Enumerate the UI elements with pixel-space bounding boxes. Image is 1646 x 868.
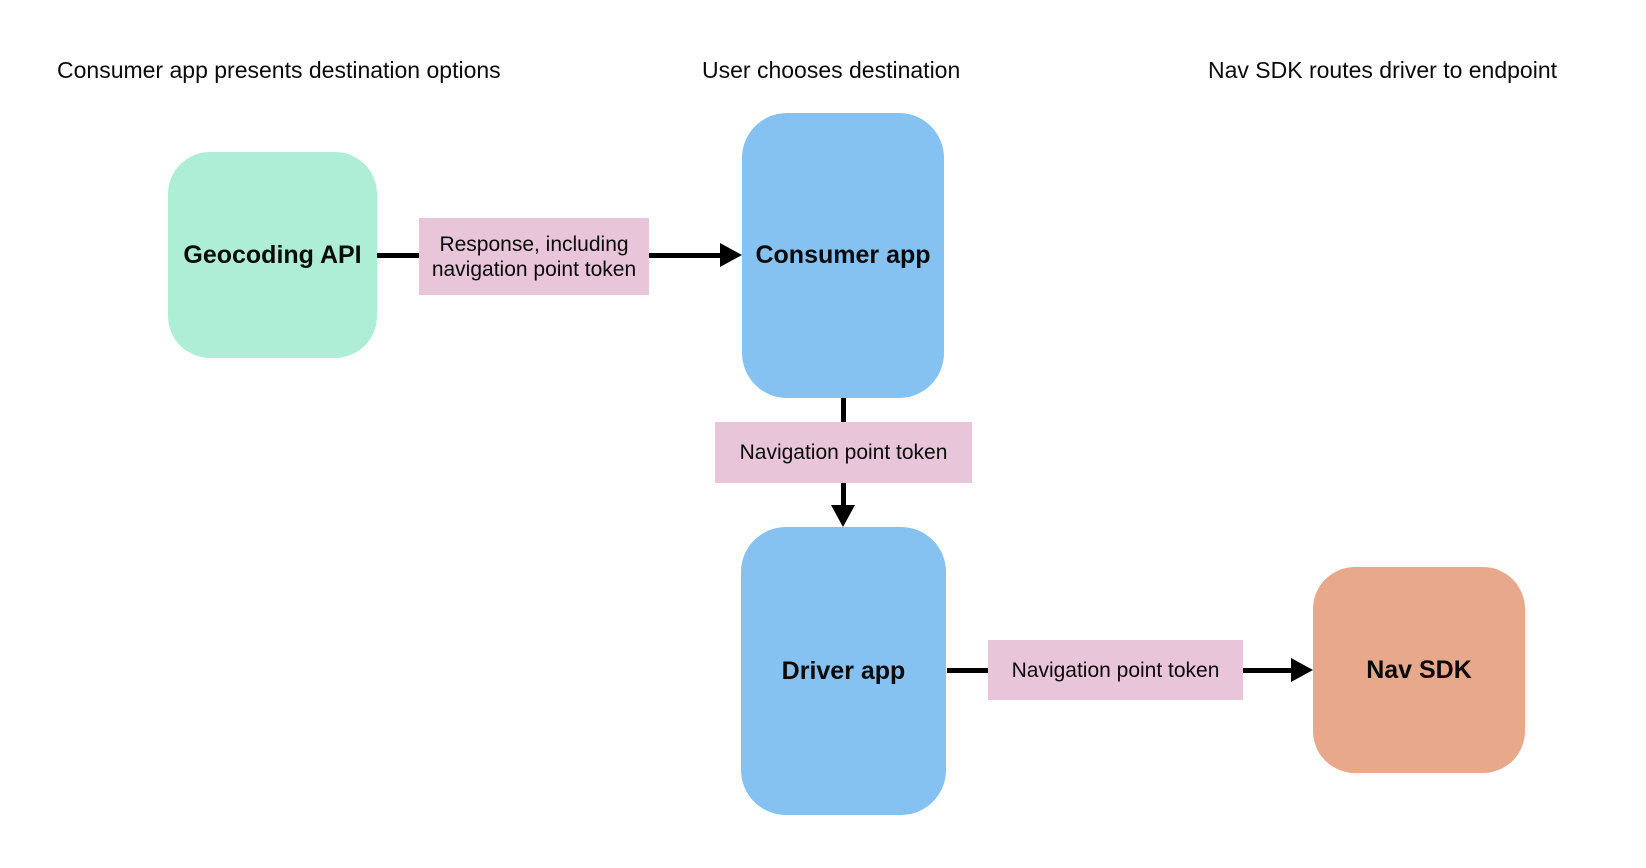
node-label-driver-app: Driver app	[781, 656, 906, 685]
edge-line-driver-to-navsdk	[1243, 668, 1292, 673]
edge-line-driver-to-navsdk	[947, 668, 988, 673]
column-header-user-chooses: User chooses destination	[702, 57, 961, 83]
edge-label-response-token: Response, including navigation point tok…	[419, 218, 649, 295]
column-header-consumer-app-presents: Consumer app presents destination option…	[57, 57, 501, 83]
edge-line-geocoding-to-consumer	[377, 253, 419, 258]
node-nav-sdk: Nav SDK	[1313, 567, 1525, 773]
edge-line-consumer-to-driver	[841, 483, 846, 506]
edge-label-navigation-point-token-1: Navigation point token	[715, 422, 972, 483]
arrowhead-right-icon	[720, 243, 742, 267]
node-driver-app: Driver app	[741, 527, 946, 815]
node-consumer-app: Consumer app	[742, 113, 944, 398]
edge-label-navigation-point-token-2: Navigation point token	[988, 640, 1243, 700]
edge-line-consumer-to-driver	[841, 398, 846, 422]
arrowhead-down-icon	[831, 505, 855, 527]
column-header-nav-sdk-routes: Nav SDK routes driver to endpoint	[1208, 57, 1558, 83]
node-label-geocoding-api: Geocoding API	[183, 240, 362, 269]
node-geocoding-api: Geocoding API	[168, 152, 377, 358]
node-label-consumer-app: Consumer app	[755, 241, 931, 269]
edge-line-geocoding-to-consumer	[649, 253, 721, 258]
arrowhead-right-icon	[1291, 658, 1313, 682]
node-label-nav-sdk: Nav SDK	[1366, 655, 1472, 684]
